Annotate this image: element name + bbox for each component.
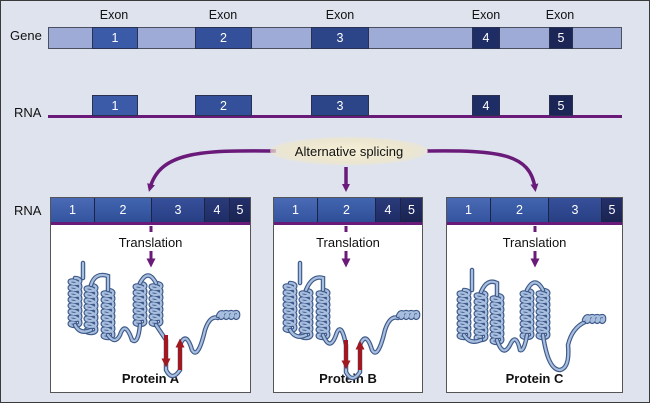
mrna-seg: 5: [401, 198, 422, 222]
protein-b-label: Protein B: [319, 371, 377, 386]
mrna-seg: 1: [51, 198, 95, 222]
rna-exon-5: 5: [549, 95, 573, 116]
rna-exon-2: 2: [195, 95, 252, 116]
rna-label-bottom: RNA: [14, 203, 42, 218]
gene-exon-3: 3: [311, 27, 369, 49]
rna-label-top: RNA: [14, 105, 42, 120]
gene-exon-4: 4: [472, 27, 500, 49]
mrna-seg: 2: [318, 198, 376, 222]
mrna-seg: 2: [491, 198, 549, 222]
gene-exon-2: 2: [195, 27, 252, 49]
helix: [535, 287, 551, 341]
alternative-splicing-label: Alternative splicing: [270, 137, 428, 165]
helix: [100, 287, 116, 341]
rna-exon-4: 4: [472, 95, 500, 116]
mrna-strip-b: 1 2 4 5: [274, 198, 422, 225]
exon-header-1: Exon: [99, 8, 129, 22]
helix: [132, 280, 148, 328]
backbone: [461, 267, 588, 373]
mrna-seg: 2: [95, 198, 152, 222]
helix: [67, 275, 83, 329]
mrna-seg: 4: [205, 198, 230, 222]
rna-strand-line: [48, 115, 622, 118]
mrna-seg: 1: [274, 198, 318, 222]
exon-header-4: Exon: [471, 8, 501, 22]
translation-label-b: Translation: [316, 235, 380, 250]
mrna-seg: 5: [602, 198, 622, 222]
exon-header-2: Exon: [208, 8, 238, 22]
gene-label: Gene: [10, 28, 42, 43]
rna-exon-1: 1: [92, 95, 138, 116]
gene-exon-1: 1: [92, 27, 138, 49]
helix: [489, 292, 505, 346]
protein-a-label: Protein A: [121, 371, 180, 386]
exon-header-3: Exon: [325, 8, 355, 22]
rna-exon-3: 3: [311, 95, 369, 116]
exon-header-5: Exon: [545, 8, 575, 22]
helix: [473, 289, 489, 343]
helix: [581, 313, 607, 325]
helix: [519, 287, 535, 341]
backbone: [72, 260, 221, 379]
translation-label-a: Translation: [118, 235, 183, 250]
mrna-seg: 3: [549, 198, 602, 222]
helix: [282, 280, 298, 334]
panel-protein-b: 1 2 4 5 Translation Protein B: [273, 197, 423, 393]
helix: [298, 287, 314, 341]
backbone: [287, 260, 401, 381]
mrna-strip-a: 1 2 3 4 5: [51, 198, 250, 225]
helix: [456, 287, 472, 341]
helix: [83, 282, 99, 336]
mrna-seg: 4: [376, 198, 401, 222]
helix: [315, 287, 331, 341]
mrna-seg: 3: [152, 198, 205, 222]
helix: [148, 280, 164, 328]
gene-exon-5: 5: [549, 27, 573, 49]
translation-label-c: Translation: [502, 235, 567, 250]
mrna-seg: 1: [447, 198, 491, 222]
protein-c-label: Protein C: [505, 371, 564, 386]
helix: [395, 309, 421, 321]
mrna-seg: 5: [230, 198, 250, 222]
mrna-strip-c: 1 2 3 5: [447, 198, 622, 225]
helix: [215, 309, 241, 321]
arrow-to-protein-a: [147, 149, 277, 192]
arrow-to-protein-c: [426, 149, 539, 192]
